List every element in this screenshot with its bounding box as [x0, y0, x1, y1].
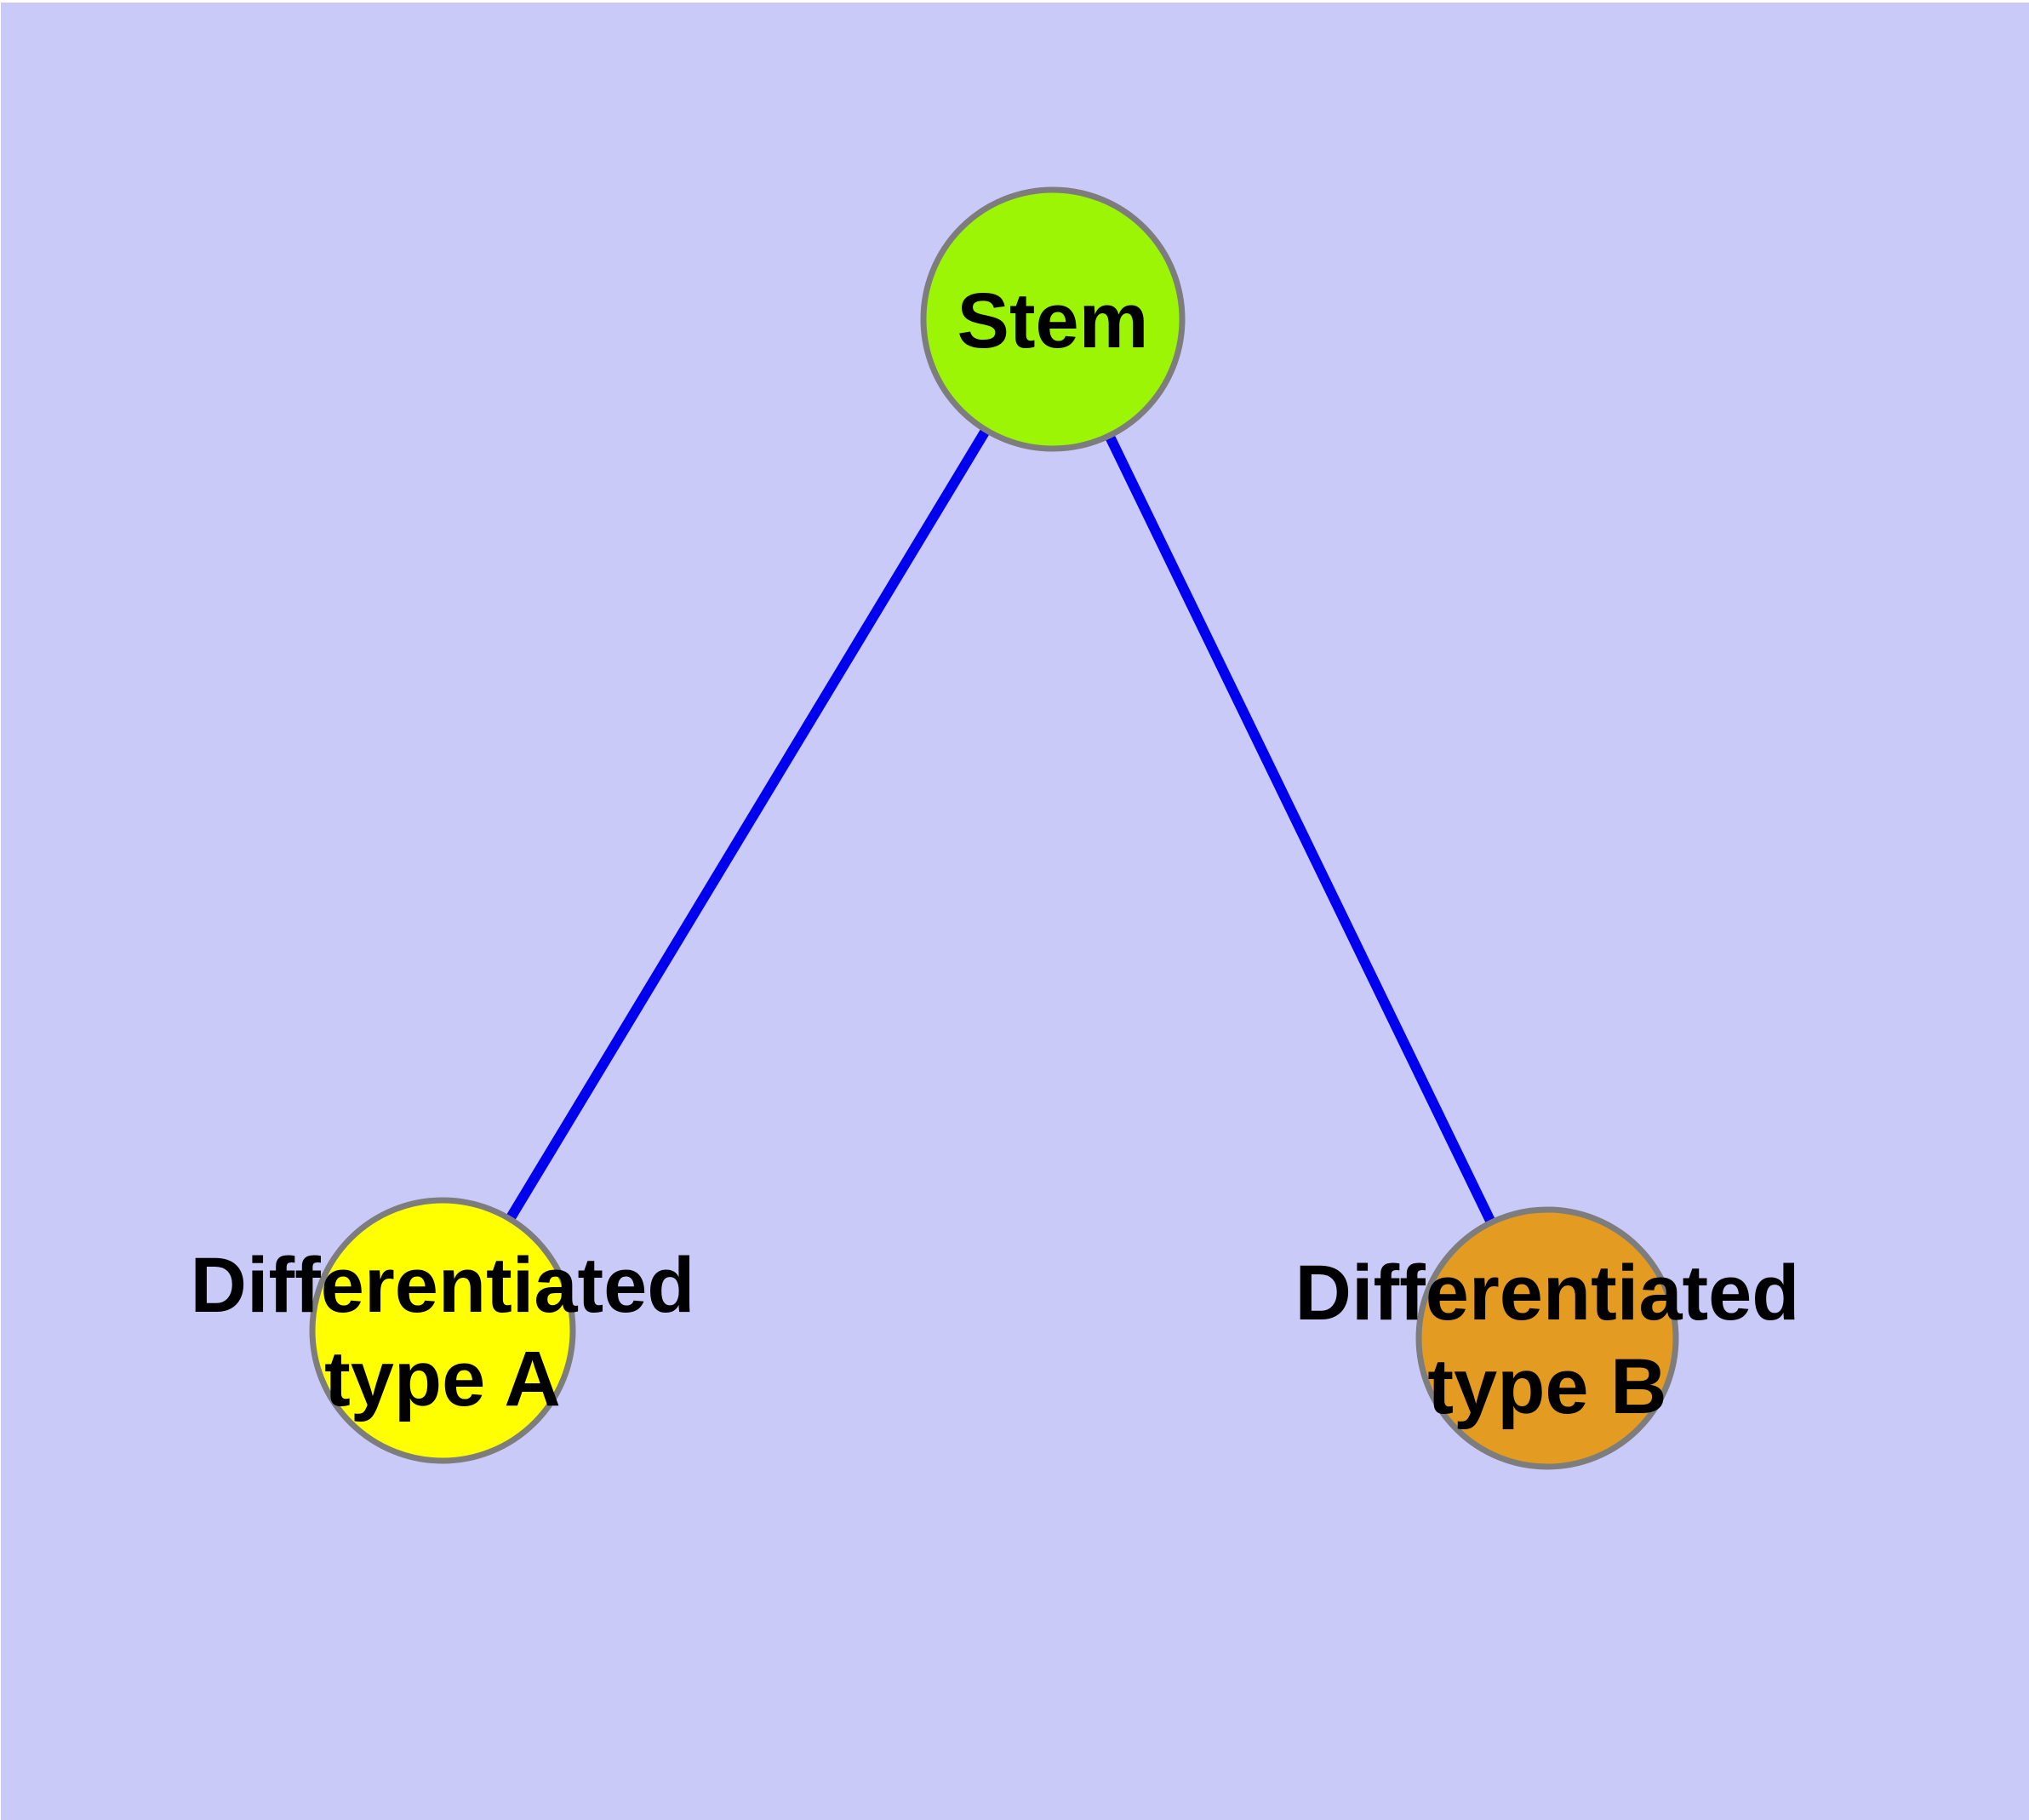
edge-stem-to-type-b: [1048, 317, 1552, 1341]
edge-stem-to-type-a: [437, 316, 1058, 1334]
node-type-a-circle: [309, 1197, 576, 1464]
node-type-a-label-line-2: type A: [324, 1336, 561, 1422]
node-type-b-circle: [1415, 1206, 1679, 1470]
node-stem-label-line-1: Stem: [957, 278, 1149, 364]
node-type-a-label-line-1: Differentiated: [191, 1242, 695, 1329]
node-stem-label: Stem: [957, 278, 1149, 364]
node-type-b-label-line-2: type B: [1427, 1343, 1666, 1430]
node-type-b-label-line-1: Differentiated: [1295, 1250, 1800, 1336]
node-stem-circle: [920, 186, 1186, 452]
